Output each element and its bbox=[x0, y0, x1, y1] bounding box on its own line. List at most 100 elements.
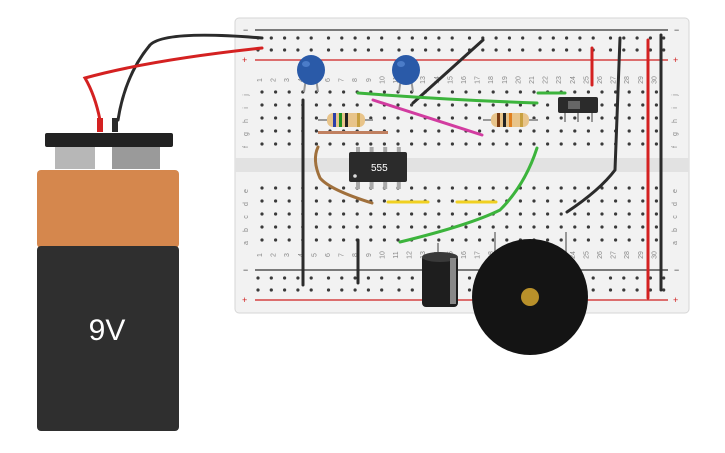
column-number: 27 bbox=[611, 76, 618, 84]
breadboard-hole bbox=[287, 212, 291, 216]
breadboard-hole bbox=[260, 238, 264, 242]
breadboard-hole bbox=[641, 199, 645, 203]
breadboard-hole bbox=[627, 142, 631, 146]
breadboard-hole bbox=[478, 238, 482, 242]
breadboard-hole bbox=[287, 129, 291, 133]
breadboard-hole bbox=[450, 212, 454, 216]
row-letter: g bbox=[243, 132, 250, 136]
breadboard-hole bbox=[586, 129, 591, 133]
column-number: 18 bbox=[488, 76, 495, 84]
breadboard-hole bbox=[287, 238, 291, 242]
row-letter: e bbox=[672, 189, 679, 193]
bottom-rail-minus-label-left: − bbox=[243, 265, 248, 275]
ic-body bbox=[349, 152, 407, 182]
breadboard-hole bbox=[397, 48, 401, 52]
breadboard-hole bbox=[464, 103, 468, 107]
column-number: 20 bbox=[515, 76, 522, 84]
breadboard-hole bbox=[518, 142, 523, 146]
column-number: 10 bbox=[379, 251, 386, 259]
breadboard-hole bbox=[283, 288, 287, 292]
breadboard-hole bbox=[627, 238, 631, 242]
breadboard-hole bbox=[464, 186, 468, 190]
bottom-rail-plus-label-left: + bbox=[242, 295, 247, 305]
breadboard-hole bbox=[450, 36, 454, 40]
breadboard-hole bbox=[538, 36, 542, 40]
column-number: 16 bbox=[461, 251, 468, 259]
row-letter: c bbox=[243, 215, 250, 219]
breadboard-hole bbox=[369, 225, 373, 229]
breadboard-hole bbox=[396, 116, 400, 120]
breadboard-hole bbox=[355, 199, 359, 203]
breadboard-hole bbox=[573, 186, 577, 190]
breadboard-hole bbox=[287, 186, 291, 190]
breadboard-hole bbox=[464, 238, 468, 242]
row-letter: d bbox=[672, 202, 679, 206]
breadboard-hole bbox=[396, 238, 400, 242]
breadboard-hole bbox=[518, 129, 523, 133]
breadboard-hole bbox=[424, 36, 428, 40]
breadboard-hole bbox=[396, 212, 400, 216]
breadboard-hole bbox=[627, 129, 631, 133]
column-number: 29 bbox=[638, 251, 645, 259]
breadboard-hole bbox=[464, 116, 468, 120]
breadboard-hole bbox=[600, 129, 604, 133]
breadboard-hole bbox=[369, 212, 373, 216]
breadboard-hole bbox=[591, 36, 595, 40]
breadboard-hole bbox=[256, 276, 260, 280]
battery-clip-top bbox=[45, 133, 173, 147]
breadboard-hole bbox=[600, 212, 604, 216]
wire-brown bbox=[313, 145, 374, 205]
breadboard-hole bbox=[538, 48, 542, 52]
breadboard-hole bbox=[614, 238, 618, 242]
breadboard-hole bbox=[423, 129, 427, 133]
breadboard-hole bbox=[366, 288, 370, 292]
breadboard-hole bbox=[283, 48, 287, 52]
capacitor-1 bbox=[297, 55, 325, 93]
breadboard-hole bbox=[287, 225, 291, 229]
breadboard-hole bbox=[287, 199, 291, 203]
breadboard-hole bbox=[627, 103, 631, 107]
breadboard-hole bbox=[410, 225, 414, 229]
breadboard-hole bbox=[505, 212, 509, 216]
column-number: 7 bbox=[339, 253, 346, 257]
resistor-1-band-3 bbox=[345, 113, 348, 127]
breadboard-hole bbox=[573, 238, 577, 242]
breadboard-hole bbox=[546, 225, 550, 229]
breadboard-hole bbox=[353, 36, 357, 40]
breadboard-hole bbox=[328, 225, 332, 229]
bottom-rail-minus-label-right: − bbox=[674, 265, 679, 275]
breadboard-hole bbox=[635, 48, 639, 52]
breadboard-hole bbox=[662, 276, 666, 280]
breadboard-hole bbox=[559, 238, 563, 242]
breadboard-hole bbox=[450, 142, 454, 146]
column-number: 4 bbox=[298, 253, 305, 257]
breadboard-hole bbox=[309, 48, 313, 52]
resistor-1-band-4 bbox=[357, 113, 360, 127]
breadboard-hole bbox=[342, 186, 346, 190]
battery-lead-black bbox=[116, 33, 264, 122]
breadboard-hole bbox=[505, 90, 509, 94]
breadboard-hole bbox=[478, 116, 482, 120]
breadboard-hole bbox=[260, 186, 264, 190]
breadboard-hole bbox=[380, 276, 384, 280]
breadboard-hole bbox=[274, 90, 278, 94]
breadboard-hole bbox=[507, 48, 511, 52]
breadboard-hole bbox=[641, 186, 645, 190]
breadboard-hole bbox=[450, 116, 454, 120]
center-channel bbox=[235, 158, 689, 172]
breadboard-hole bbox=[340, 276, 344, 280]
ic-555: 555 bbox=[349, 147, 407, 189]
ic-pin bbox=[369, 147, 374, 153]
breadboard-hole bbox=[518, 212, 523, 216]
breadboard-hole bbox=[494, 48, 498, 52]
column-number: 16 bbox=[461, 76, 468, 84]
breadboard-hole bbox=[573, 212, 577, 216]
breadboard-hole bbox=[450, 186, 454, 190]
row-letter: a bbox=[243, 241, 250, 245]
breadboard-hole bbox=[478, 129, 482, 133]
breadboard-hole bbox=[260, 142, 264, 146]
breadboard-hole bbox=[591, 288, 595, 292]
ic-pins bbox=[356, 147, 401, 189]
breadboard-hole bbox=[622, 288, 626, 292]
breadboard-hole bbox=[467, 36, 472, 40]
